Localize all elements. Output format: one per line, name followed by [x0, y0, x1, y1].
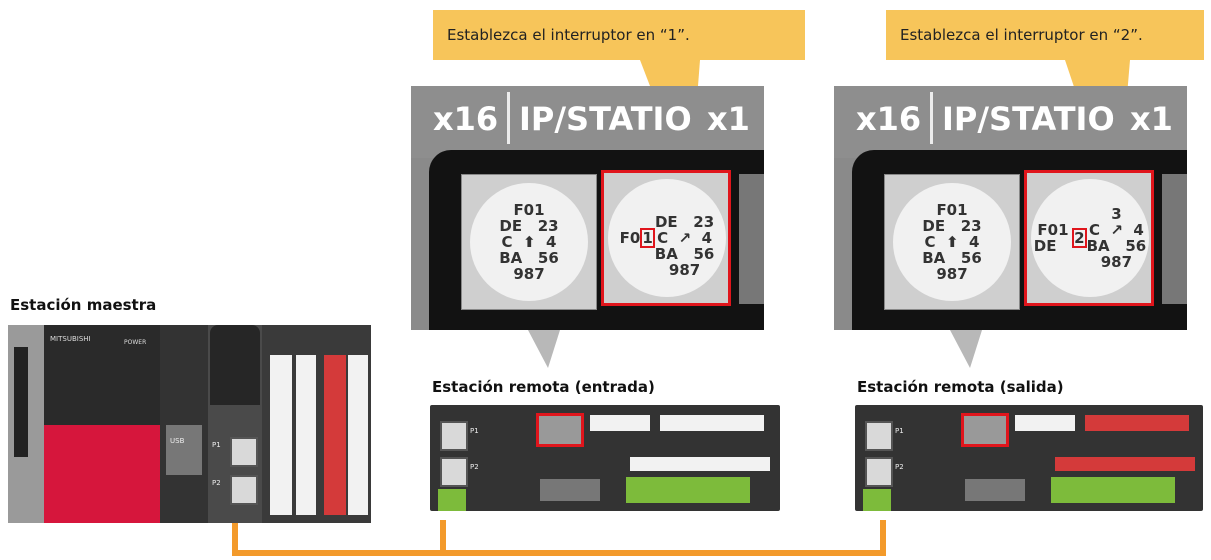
port-p2[interactable] [230, 475, 258, 505]
panel-title: x16 IP/STATIO x1 [834, 86, 1187, 158]
x16-label: x16 [856, 100, 922, 138]
master-station-label: Estación maestra [10, 296, 157, 314]
power-led-label: POWER [124, 339, 147, 346]
port-p1[interactable] [865, 421, 893, 451]
station-switch-highlight[interactable] [536, 413, 584, 447]
p2-label: P2 [470, 463, 479, 471]
remote-input-label: Estación remota (entrada) [432, 378, 655, 396]
p2-label: P2 [895, 463, 904, 471]
x1-label: x1 [1130, 100, 1173, 138]
callout-right: Establezca el interruptor en “2”. [886, 10, 1204, 60]
remote-station-input: P1 P2 [430, 405, 780, 511]
power-terminal [863, 489, 891, 511]
ip-station-label: IP/STATIO [942, 100, 1115, 138]
ip-station-label: IP/STATIO [519, 100, 692, 138]
power-terminal [438, 489, 466, 511]
station-switch-highlight[interactable] [961, 413, 1009, 447]
p2-label: P2 [212, 479, 221, 487]
port-p1[interactable] [230, 437, 258, 467]
callout-left: Establezca el interruptor en “1”. [433, 10, 805, 60]
port-p2[interactable] [440, 457, 468, 487]
cpu-module: MITSUBISHI POWER [44, 325, 160, 523]
master-plc: MITSUBISHI POWER USB P1 P2 [8, 325, 371, 523]
remote-station-output: P1 P2 [855, 405, 1203, 511]
mitsubishi-logo: MITSUBISHI [50, 335, 91, 343]
network-module: P1 P2 [208, 325, 262, 523]
io-terminal-block [1051, 477, 1175, 503]
p1-label: P1 [470, 427, 479, 435]
panel-title: x16 IP/STATIO x1 [411, 86, 764, 158]
p1-label: P1 [895, 427, 904, 435]
x1-label: x1 [707, 100, 750, 138]
port-p1[interactable] [440, 421, 468, 451]
port-p2[interactable] [865, 457, 893, 487]
p1-label: P1 [212, 441, 221, 449]
io-terminal-block [626, 477, 750, 503]
remote-output-label: Estación remota (salida) [857, 378, 1064, 396]
usb-label: USB [170, 437, 185, 445]
x16-label: x16 [433, 100, 499, 138]
